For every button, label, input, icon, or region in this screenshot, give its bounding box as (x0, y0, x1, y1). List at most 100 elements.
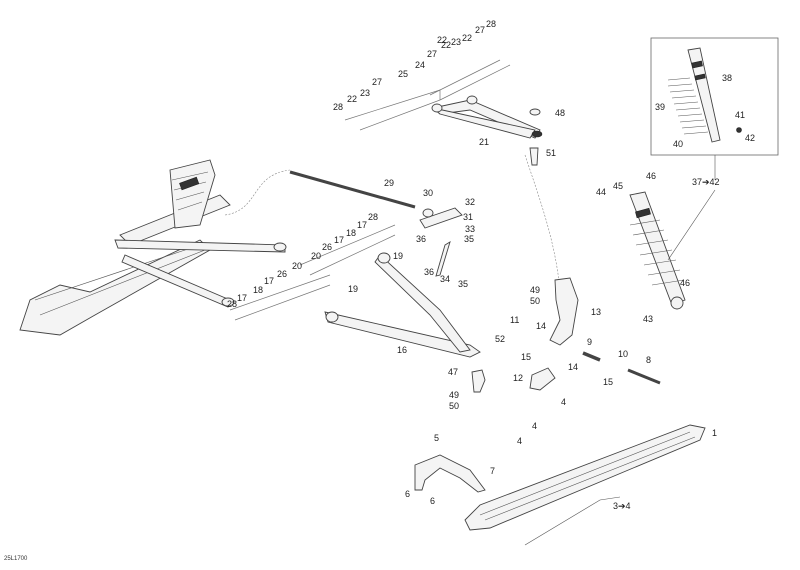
callout-6[interactable]: 6 (405, 489, 411, 499)
callout-4[interactable]: 4 (532, 421, 538, 431)
callout-22[interactable]: 22 (437, 35, 448, 45)
callout-17[interactable]: 17 (357, 220, 368, 230)
callout-11[interactable]: 11 (510, 315, 520, 325)
link-line (224, 169, 291, 216)
callout-8[interactable]: 8 (646, 355, 652, 365)
callout-3-4[interactable]: 3➔4 (613, 501, 631, 511)
callout-28[interactable]: 28 (227, 299, 238, 309)
callout-18[interactable]: 18 (346, 228, 357, 238)
upper-a-arm (431, 95, 543, 139)
callout-9[interactable]: 9 (587, 337, 593, 347)
lower-a-arm (324, 252, 481, 358)
callout-36[interactable]: 36 (416, 234, 427, 244)
callout-29[interactable]: 29 (384, 178, 395, 188)
callout-14[interactable]: 14 (568, 362, 579, 372)
callout-20[interactable]: 20 (292, 261, 303, 271)
callout-18[interactable]: 18 (253, 285, 264, 295)
shock-inset-box (650, 37, 779, 156)
callout-32[interactable]: 32 (465, 197, 476, 207)
hardware-plate (299, 224, 396, 276)
callout-22[interactable]: 22 (441, 40, 452, 50)
callout-10[interactable]: 10 (618, 349, 629, 359)
callout-52[interactable]: 52 (495, 334, 506, 344)
callout-22[interactable]: 22 (462, 33, 473, 43)
ring-part (529, 108, 541, 116)
callout-30[interactable]: 30 (423, 188, 434, 198)
callout-43[interactable]: 43 (643, 314, 654, 324)
callout-26[interactable]: 26 (277, 269, 288, 279)
ski (464, 424, 706, 546)
steering-arm (419, 207, 463, 229)
callout-15[interactable]: 15 (521, 352, 532, 362)
callout-28[interactable]: 28 (486, 19, 497, 29)
callout-17[interactable]: 17 (237, 293, 248, 303)
callout-4[interactable]: 4 (561, 397, 567, 407)
lower-ball-joint (471, 369, 486, 393)
callout-19[interactable]: 19 (393, 251, 404, 261)
callout-48[interactable]: 48 (555, 108, 566, 118)
callout-33[interactable]: 33 (465, 224, 476, 234)
callout-7[interactable]: 7 (490, 466, 496, 476)
callout-24[interactable]: 24 (415, 60, 426, 70)
link-line (524, 154, 561, 291)
callout-42[interactable]: 42 (745, 133, 756, 143)
callout-6[interactable]: 6 (430, 496, 436, 506)
callout-44[interactable]: 44 (596, 187, 607, 197)
callout-28[interactable]: 28 (333, 102, 344, 112)
callout-27[interactable]: 27 (427, 49, 438, 59)
ball-joint (529, 147, 539, 166)
callout-19[interactable]: 19 (348, 284, 359, 294)
callout-35[interactable]: 35 (458, 279, 469, 289)
hardware-plate (229, 274, 331, 321)
callout-51[interactable]: 51 (546, 148, 557, 158)
callout-31[interactable]: 31 (463, 212, 474, 222)
callout-34[interactable]: 34 (440, 274, 451, 284)
callout-14[interactable]: 14 (536, 321, 547, 331)
callout-46[interactable]: 46 (646, 171, 657, 181)
pin (582, 351, 601, 362)
callout-13[interactable]: 13 (591, 307, 602, 317)
bolt (627, 368, 661, 385)
callout-21[interactable]: 21 (479, 137, 490, 147)
callout-26[interactable]: 26 (322, 242, 333, 252)
tie-rod (289, 170, 416, 209)
inset-shock (667, 47, 742, 143)
callout-17[interactable]: 17 (264, 276, 275, 286)
callout-49[interactable]: 49 (530, 285, 541, 295)
callout-20[interactable]: 20 (311, 251, 322, 261)
callout-37-42[interactable]: 37➔42 (692, 177, 720, 187)
callout-50[interactable]: 50 (449, 401, 460, 411)
callout-41[interactable]: 41 (735, 110, 746, 120)
callout-47[interactable]: 47 (448, 367, 459, 377)
callout-16[interactable]: 16 (397, 345, 408, 355)
callout-15[interactable]: 15 (603, 377, 614, 387)
callout-40[interactable]: 40 (673, 139, 684, 149)
callout-39[interactable]: 39 (655, 102, 666, 112)
callout-50[interactable]: 50 (530, 296, 541, 306)
callout-49[interactable]: 49 (449, 390, 460, 400)
callout-22[interactable]: 22 (347, 94, 358, 104)
callout-35[interactable]: 35 (464, 234, 475, 244)
callout-38[interactable]: 38 (722, 73, 733, 83)
ski-bracket (529, 367, 556, 391)
bushing (422, 208, 434, 218)
callout-4[interactable]: 4 (517, 436, 523, 446)
callout-28[interactable]: 28 (368, 212, 379, 222)
callout-5[interactable]: 5 (434, 433, 440, 443)
callout-27[interactable]: 27 (372, 77, 383, 87)
callout-1[interactable]: 1 (712, 428, 718, 438)
callout-46[interactable]: 46 (680, 278, 691, 288)
callout-25[interactable]: 25 (398, 69, 409, 79)
steering-link (435, 241, 451, 277)
callout-27[interactable]: 27 (475, 25, 486, 35)
callout-23[interactable]: 23 (451, 37, 462, 47)
callout-17[interactable]: 17 (334, 235, 345, 245)
callout-23[interactable]: 23 (360, 88, 371, 98)
callout-45[interactable]: 45 (613, 181, 624, 191)
front-shock (629, 191, 686, 310)
callout-12[interactable]: 12 (513, 373, 524, 383)
assembled-suspension-illustration (19, 159, 287, 336)
callout-36[interactable]: 36 (424, 267, 435, 277)
hardware-plate (429, 59, 511, 101)
